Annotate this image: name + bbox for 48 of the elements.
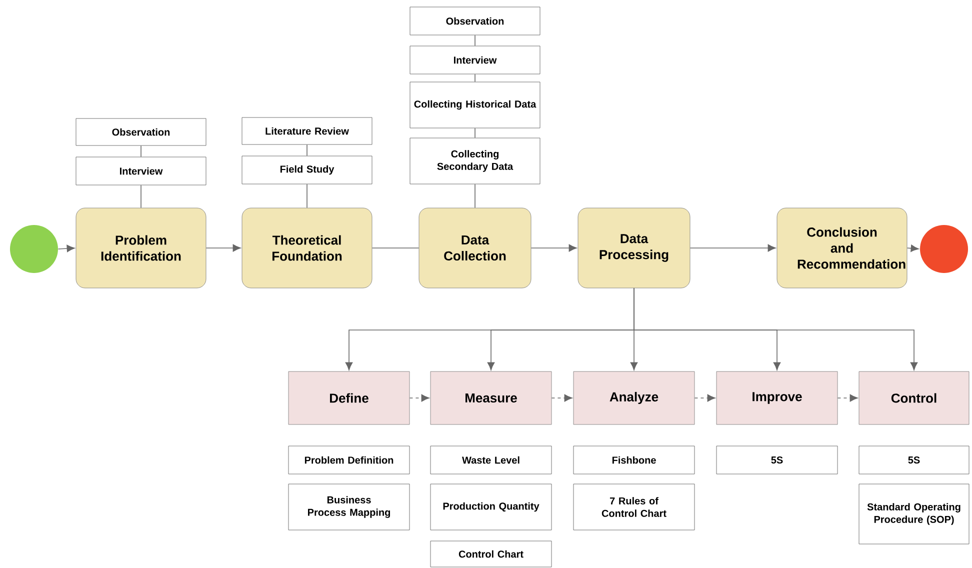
method-box: Business Process Mapping: [288, 484, 410, 530]
process-box: Problem Identification: [76, 208, 206, 288]
method-box: Fishbone: [573, 446, 695, 474]
connector-line: [140, 145, 142, 158]
method-box: Production Quantity: [430, 484, 552, 530]
connector-line: [474, 74, 476, 82]
method-box: 5S: [858, 446, 970, 474]
connector-line: [306, 144, 308, 156]
method-box: Interview: [410, 46, 540, 74]
arrow: [206, 244, 241, 252]
method-box: Control Chart: [430, 540, 552, 568]
arrow: [530, 244, 577, 252]
connector-line: [474, 34, 476, 46]
method-box: 5S: [716, 446, 838, 474]
arrow: [409, 394, 430, 402]
connector-line: [140, 184, 142, 208]
process-box: Theoretical Foundation: [242, 208, 372, 288]
arrow: [906, 244, 919, 252]
process-box: Conclusion and Recommendation: [776, 208, 908, 288]
method-box: Collecting Secondary Data: [410, 138, 540, 184]
method-box: Collecting Historical Data: [410, 82, 540, 128]
method-box: Problem Definition: [288, 446, 410, 474]
method-box: Observation: [76, 118, 206, 146]
phase-box: Measure: [430, 371, 552, 425]
connector-line: [474, 128, 476, 138]
arrow: [58, 244, 75, 252]
phase-box: Analyze: [573, 371, 695, 425]
arrow: [634, 288, 918, 370]
method-box: Interview: [76, 156, 206, 186]
method-box: Standard Operating Procedure (SOP): [858, 484, 970, 544]
phase-box: Improve: [716, 371, 838, 425]
start-circle: [10, 225, 58, 273]
method-box: Observation: [410, 6, 540, 36]
method-box: Literature Review: [242, 117, 372, 145]
arrow: [837, 394, 858, 402]
arrow: [690, 244, 776, 252]
end-circle: [920, 225, 968, 273]
process-box: Data Collection: [418, 208, 532, 288]
phase-box: Control: [858, 371, 970, 425]
method-box: 7 Rules of Control Chart: [573, 484, 695, 530]
phase-box: Define: [288, 371, 410, 425]
connector-line: [474, 184, 476, 208]
process-box: Data Processing: [578, 208, 690, 288]
method-box: Waste Level: [430, 446, 552, 474]
method-box: Field Study: [242, 156, 372, 184]
arrow: [694, 394, 716, 402]
arrow: [551, 394, 572, 402]
connector-line: [306, 184, 308, 208]
